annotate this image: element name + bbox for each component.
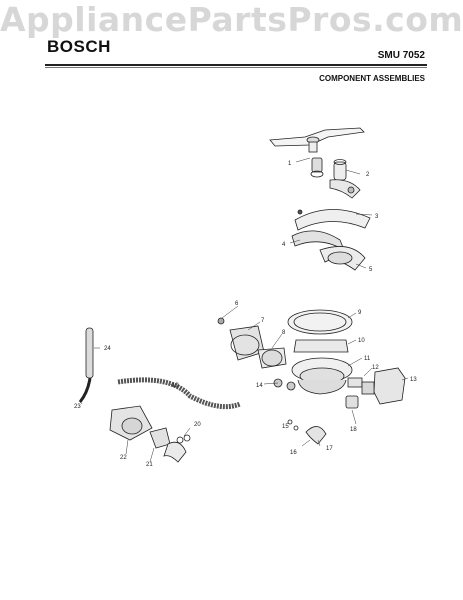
sump-assembly — [273, 309, 406, 409]
callout-4: 4 — [282, 242, 286, 248]
callout-19: 19 — [172, 383, 179, 389]
model-number: SMU 7052 — [377, 50, 425, 61]
callout-20: 20 — [194, 422, 201, 428]
callout-14: 14 — [256, 383, 263, 389]
callout-13: 13 — [410, 377, 417, 383]
header-rule — [45, 64, 427, 66]
hose-and-valve-assembly — [78, 327, 327, 463]
pump-motor-assembly — [217, 317, 287, 369]
callout-16: 16 — [290, 450, 297, 456]
callout-22: 22 — [120, 455, 127, 461]
callout-24: 24 — [104, 346, 111, 352]
callout-1: 1 — [288, 161, 292, 167]
callout-labels: 1 2 3 4 5 6 7 8 9 10 11 12 13 14 15 16 1… — [74, 161, 417, 468]
callout-5: 5 — [369, 267, 373, 273]
callout-18: 18 — [350, 427, 357, 433]
callout-2: 2 — [366, 172, 370, 178]
callout-8: 8 — [282, 330, 286, 336]
callout-7: 7 — [261, 318, 265, 324]
callout-12: 12 — [372, 365, 379, 371]
callout-23: 23 — [74, 404, 81, 410]
callout-15: 15 — [282, 424, 289, 430]
watermark: AppliancePartsPros.com — [0, 0, 463, 39]
callout-11: 11 — [364, 356, 371, 362]
callout-3: 3 — [375, 214, 379, 220]
section-title: COMPONENT ASSEMBLIES — [319, 74, 425, 83]
callout-10: 10 — [358, 338, 365, 344]
brand-logo: BOSCH — [47, 37, 111, 56]
spray-arm-assembly — [269, 127, 365, 199]
header-rule-thin — [45, 67, 427, 68]
callout-6: 6 — [235, 301, 239, 307]
filter-assembly — [291, 209, 371, 271]
callout-9: 9 — [358, 310, 362, 316]
callout-17: 17 — [326, 446, 333, 452]
callout-21: 21 — [146, 462, 153, 468]
